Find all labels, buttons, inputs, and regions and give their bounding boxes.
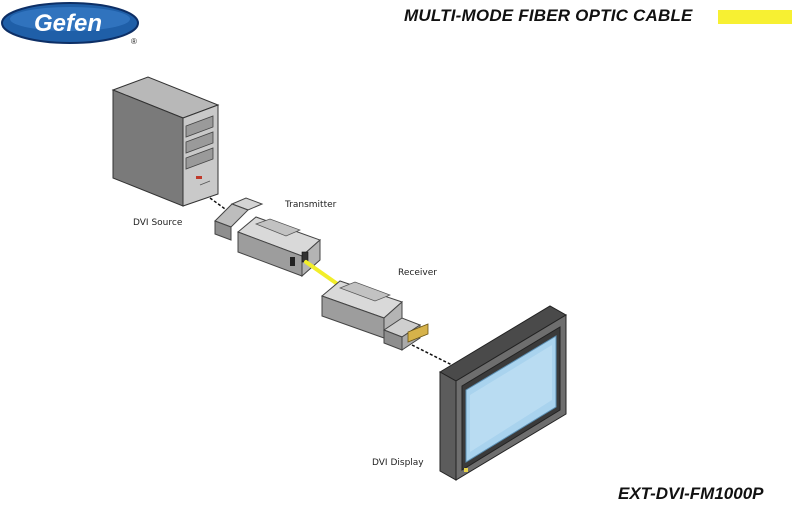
model-number: EXT-DVI-FM1000P <box>618 484 764 503</box>
dvi-display-label: DVI Display <box>372 458 424 468</box>
page-title: MULTI-MODE FIBER OPTIC CABLE <box>404 6 693 25</box>
monitor-icon <box>439 305 567 481</box>
registered-mark: ® <box>131 37 137 46</box>
dvi-source-label: DVI Source <box>133 218 183 228</box>
fiber-legend-swatch <box>718 10 792 24</box>
receiver-label: Receiver <box>398 268 437 278</box>
receiver-icon <box>321 280 429 351</box>
transmitter-icon <box>214 197 321 278</box>
transmitter-label: Transmitter <box>285 200 337 210</box>
computer-tower-icon <box>111 76 220 207</box>
logo-text: Gefen <box>34 10 102 37</box>
gefen-logo: Gefen ® <box>1 2 139 46</box>
